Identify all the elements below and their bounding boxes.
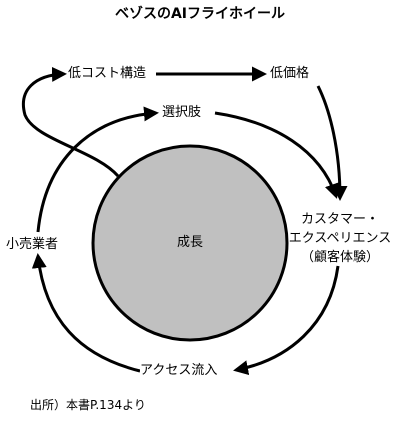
node-traffic: アクセス流入	[140, 362, 218, 379]
node-customer-experience-line2: エクスペリエンス	[288, 231, 392, 246]
source-note: 出所）本書P.134より	[30, 398, 146, 412]
node-customer-experience-line3: （顧客体験）	[300, 250, 379, 265]
arrow-low-price-to-customer-experience	[316, 85, 348, 201]
arrow-customer-experience-to-traffic	[233, 265, 340, 376]
diagram-title: ベゾスのAIフライホイール	[114, 6, 286, 22]
node-growth: 成長	[176, 235, 203, 250]
node-sellers: 小売業者	[6, 236, 59, 253]
node-low-cost-structure: 低コスト構造	[68, 65, 147, 82]
arrow-growth-to-low-cost	[22, 66, 120, 178]
growth-circle	[91, 144, 289, 342]
arrow-traffic-to-sellers	[31, 253, 141, 373]
node-customer-experience: カスタマー・ エクスペリエンス （顧客体験）	[280, 210, 400, 267]
node-customer-experience-line1: カスタマー・	[300, 212, 379, 227]
node-low-price: 低価格	[270, 65, 310, 82]
node-selection: 選択肢	[162, 104, 202, 121]
arrow-selection-to-customer-experience	[214, 111, 340, 199]
